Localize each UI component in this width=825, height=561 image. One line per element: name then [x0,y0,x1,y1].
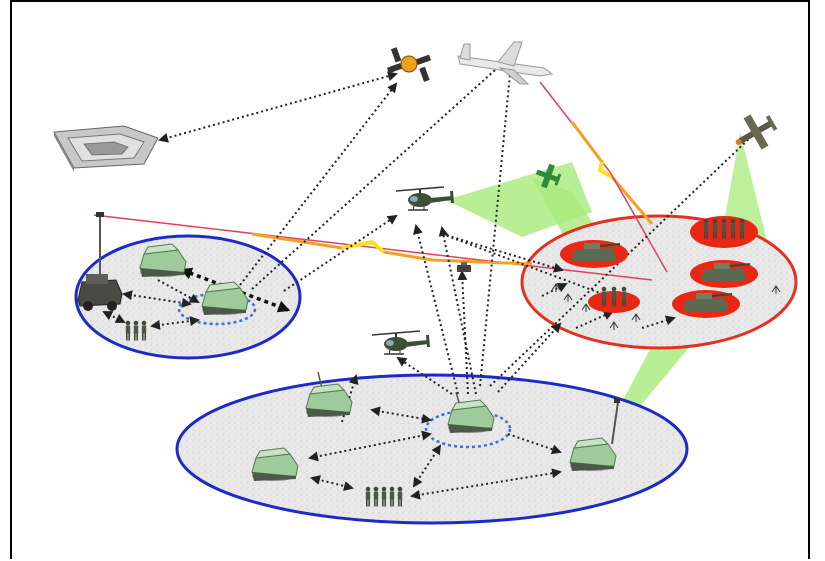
armored-vehicle-icon [569,398,620,472]
enemy-troops-icon [588,286,640,313]
helicopter-icon [395,186,455,211]
ground-sensor-field [551,283,781,330]
enemy-tank-icon [689,259,759,289]
jet-aircraft-icon [457,41,554,85]
helicopter-icon [371,330,431,355]
enemy-tank-icon [559,239,629,269]
mast-vehicle-icon [77,212,123,311]
enemy-tank-icon [671,289,741,319]
pentagon-hq-icon [53,125,159,172]
diagram-frame [10,0,810,559]
small-uav-icon [535,163,562,189]
satellite-icon [386,47,432,82]
armored-vehicle-icon [447,391,495,434]
uav-icon [735,114,778,150]
enemy-troops-icon [690,216,758,248]
network-diagram [53,41,798,525]
ground-sensor-icon [457,262,471,272]
armored-vehicle-icon [305,371,353,418]
